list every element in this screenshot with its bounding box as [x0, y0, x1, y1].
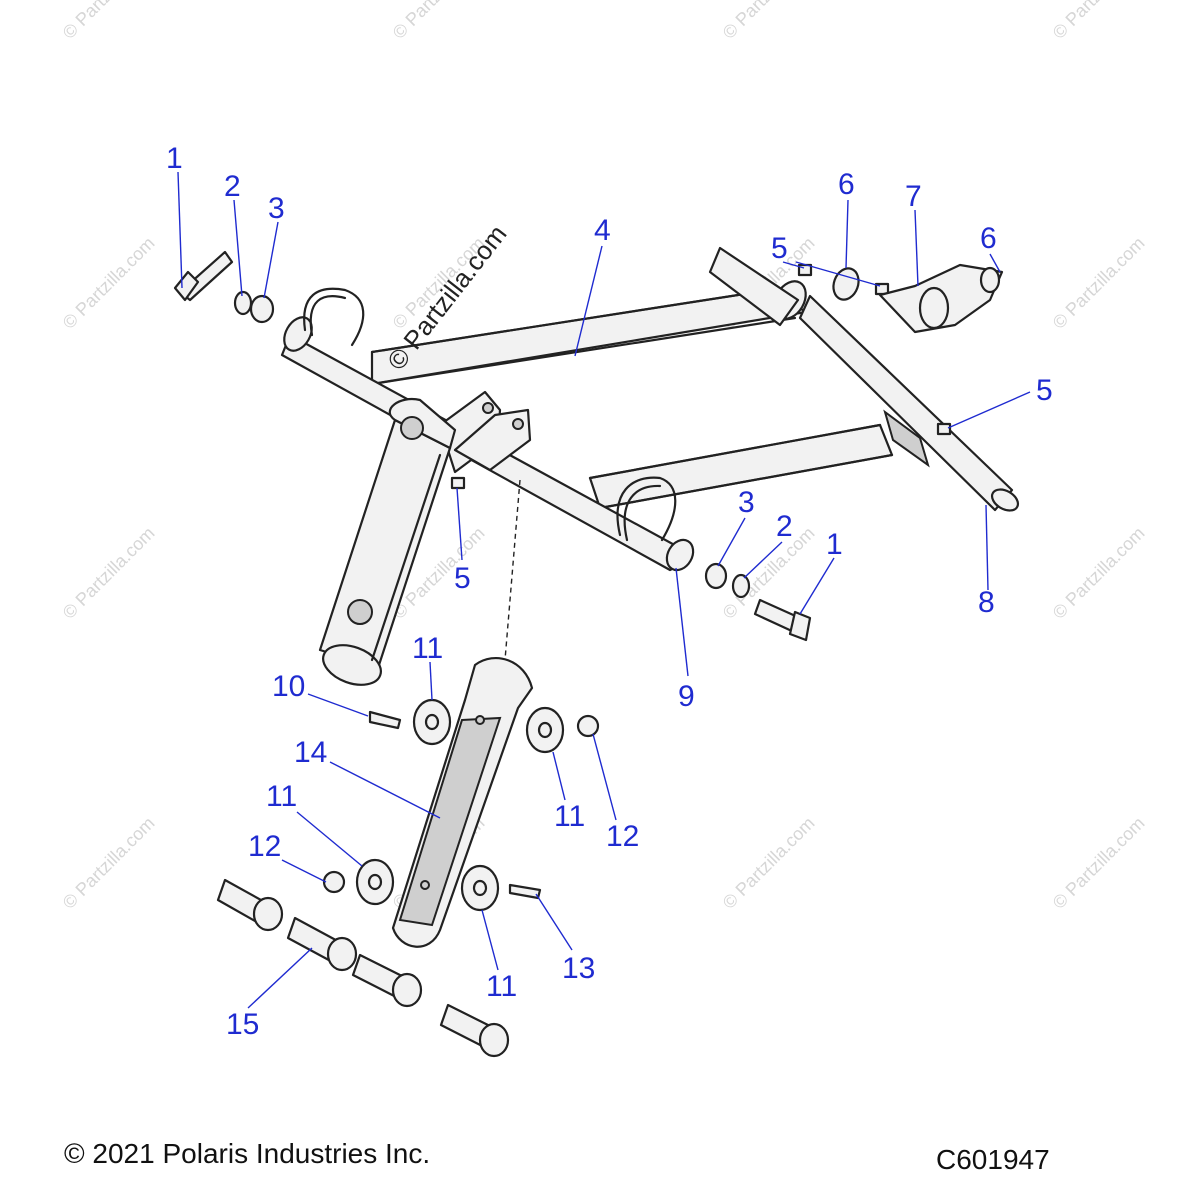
watermark-tile: © Partzilla.com — [389, 0, 489, 43]
callout-15: 15 — [226, 1008, 259, 1041]
callout-9: 9 — [678, 680, 695, 713]
callout-6-right: 6 — [980, 222, 997, 255]
callout-3-right: 3 — [738, 486, 755, 519]
diagram-code: C601947 — [936, 1144, 1050, 1175]
watermark-tile: © Partzilla.com — [1049, 0, 1149, 43]
callout-8: 8 — [978, 586, 995, 619]
watermark-tile: © Partzilla.com — [719, 813, 819, 913]
callout-5-left: 5 — [454, 562, 471, 595]
callout-1-top: 1 — [166, 142, 183, 175]
hardware — [173, 250, 1004, 1058]
watermark-tile: © Partzilla.com — [59, 813, 159, 913]
callout-3-top: 3 — [268, 192, 285, 225]
copyright-notice: © 2021 Polaris Industries Inc. — [64, 1138, 431, 1169]
callout-5-right: 5 — [1036, 374, 1053, 407]
watermark-tile: © Partzilla.com — [59, 233, 159, 333]
link-arm-lower — [391, 479, 534, 948]
callout-11-left: 11 — [266, 780, 297, 813]
callout-5-top: 5 — [771, 232, 788, 265]
callouts: 1 2 3 4 5 5 6 7 6 5 3 2 1 5 8 9 11 10 14… — [166, 142, 1053, 1041]
callout-11-bottom: 11 — [486, 970, 517, 1003]
callout-14: 14 — [294, 736, 327, 769]
callout-12-left: 12 — [248, 830, 281, 863]
watermark-tile: © Partzilla.com — [1049, 233, 1149, 333]
callout-1-right: 1 — [826, 528, 843, 561]
callout-7: 7 — [905, 180, 922, 213]
callout-11-right: 11 — [554, 800, 585, 833]
watermark-tile: © Partzilla.com — [1049, 813, 1149, 913]
watermark-tile: © Partzilla.com — [59, 523, 159, 623]
callout-10: 10 — [272, 670, 305, 703]
callout-12-right: 12 — [606, 820, 639, 853]
watermark-tile: © Partzilla.com — [719, 0, 819, 43]
link-arm-upper — [318, 397, 457, 686]
watermark-tile: © Partzilla.com — [59, 0, 159, 43]
callout-6-left: 6 — [838, 168, 855, 201]
callout-13: 13 — [562, 952, 595, 985]
callout-11-top: 11 — [412, 632, 443, 665]
leader-lines — [177, 171, 1031, 1009]
watermark-tile: © Partzilla.com — [1049, 523, 1149, 623]
callout-2-top: 2 — [224, 170, 241, 203]
a-arm-assembly — [280, 246, 1020, 572]
callout-4: 4 — [594, 214, 611, 247]
callout-2-right: 2 — [776, 510, 793, 543]
